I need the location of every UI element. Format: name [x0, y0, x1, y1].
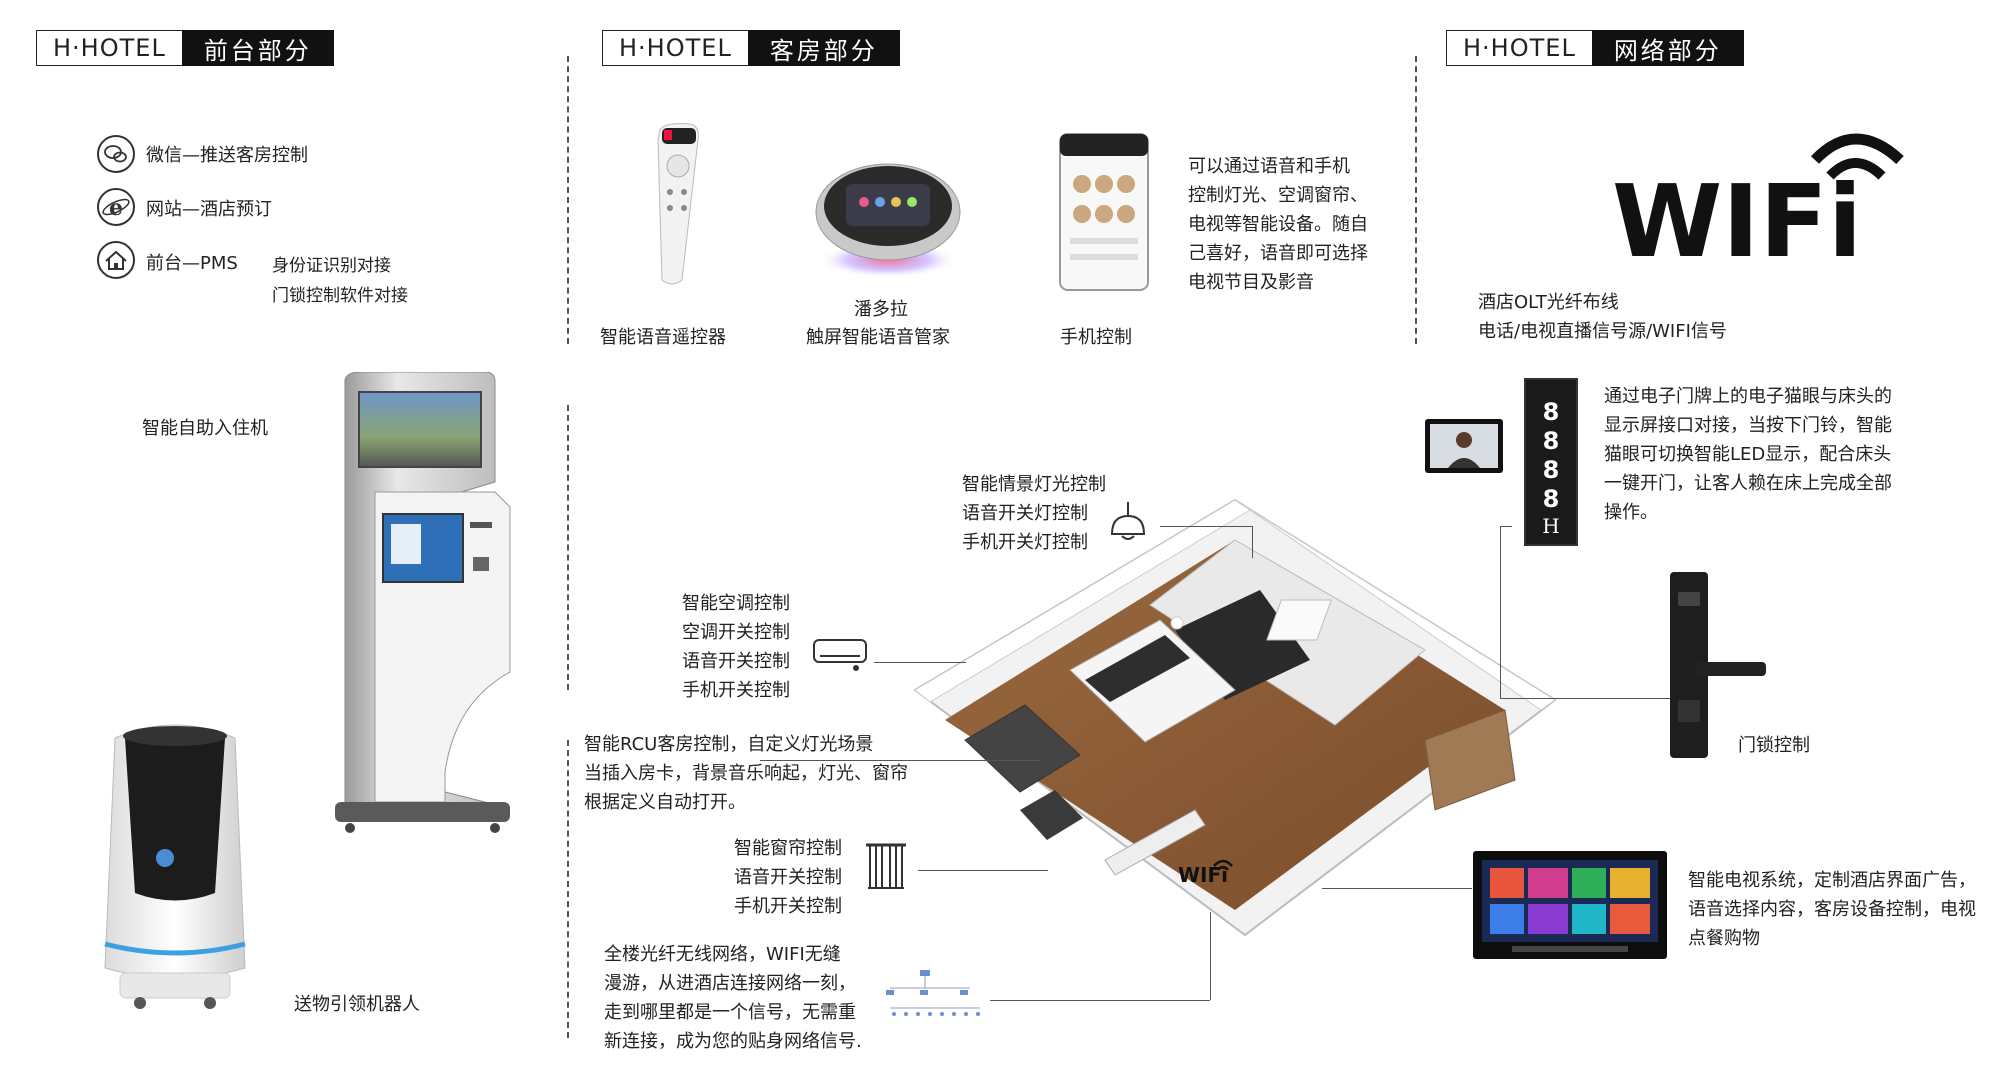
front-item-website: 网站—酒店预订: [146, 199, 272, 220]
lighting-leader-line: [1160, 526, 1252, 527]
kiosk-image: [335, 372, 515, 842]
butler-label-2: 触屏智能语音管家: [806, 327, 950, 348]
divider-front-room-bottom: [567, 740, 569, 1038]
lighting-control-desc: 智能情景灯光控制 语音开关灯控制 手机开关灯控制: [962, 474, 1106, 553]
curtain-leader-line: [918, 870, 1048, 871]
lock-leader-line: [1500, 698, 1675, 699]
pms-note-lock: 门锁控制软件对接: [272, 286, 408, 306]
curtain-icon: [864, 842, 908, 892]
remote-label: 智能语音遥控器: [600, 327, 726, 348]
header-network-brand: H·HOTEL: [1446, 30, 1592, 66]
header-front-brand: H·HOTEL: [36, 30, 182, 66]
room-floorplan: [905, 480, 1625, 1040]
butler-image: [808, 150, 968, 280]
smart-tv-desc: 智能电视系统，定制酒店界面广告， 语音选择内容，客房设备控制，电视 点餐购物: [1688, 870, 1976, 949]
header-network-title: 网络部分: [1591, 30, 1744, 66]
header-front-title: 前台部分: [181, 30, 334, 66]
home-icon: [96, 240, 136, 280]
header-front: H·HOTEL 前台部分: [36, 30, 334, 66]
kiosk-label: 智能自助入住机: [142, 418, 268, 439]
robot-image: [95, 718, 255, 1018]
divider-room-network: [1415, 56, 1417, 344]
wifi-logo-text: WIFi: [1612, 163, 1862, 268]
ie-icon: e: [96, 187, 136, 227]
door-lock-label: 门锁控制: [1738, 735, 1810, 756]
wifi-leader-line: [990, 1000, 1210, 1001]
doorplate-desc: 通过电子门牌上的电子猫眼与床头的 显示屏接口对接，当按下门铃，智能 猫眼可切换智…: [1604, 386, 1892, 523]
doorplate-number: 8888: [1542, 398, 1560, 513]
header-network: H·HOTEL 网络部分: [1446, 30, 1744, 66]
doorplate-image: 8888 H: [1524, 378, 1578, 546]
doorplate-letter: H: [1542, 514, 1560, 538]
smart-tv-image: [1472, 850, 1668, 960]
network-desc: 酒店OLT光纤布线 电话/电视直播信号源/WIFI信号: [1478, 292, 1727, 342]
network-topology-icon: [880, 968, 984, 1024]
rcu-leader-line: [760, 760, 1040, 761]
phone-image: [1058, 132, 1150, 292]
video-intercom-image: [1424, 418, 1504, 474]
rcu-control-desc: 智能RCU客房控制，自定义灯光场景 当插入房卡，背景音乐响起，灯光、窗帘 根据定…: [584, 734, 908, 813]
phone-label: 手机控制: [1060, 327, 1132, 348]
doorplate-leader-stub: [1500, 526, 1512, 527]
wifi-leader-rise: [1210, 912, 1211, 1000]
remote-image: [640, 120, 720, 290]
header-room: H·HOTEL 客房部分: [602, 30, 900, 66]
doorplate-leader-drop: [1500, 526, 1501, 698]
room-wifi-icon: [1212, 858, 1234, 874]
ceiling-lamp-icon: [1108, 502, 1148, 544]
voice-control-desc: 可以通过语音和手机 控制灯光、空调窗帘、 电视等智能设备。随自 己喜好，语音即可…: [1188, 156, 1368, 293]
header-room-brand: H·HOTEL: [602, 30, 748, 66]
room-wifi-desc: 全楼光纤无线网络，WIFI无缝 漫游，从进酒店连接网络一刻， 走到哪里都是一个信…: [604, 944, 862, 1052]
robot-label: 送物引领机器人: [294, 994, 420, 1015]
tv-leader-line: [1322, 888, 1472, 889]
ac-control-desc: 智能空调控制 空调开关控制 语音开关控制 手机开关控制: [682, 593, 790, 701]
front-item-pms: 前台—PMS: [146, 253, 238, 274]
front-item-wechat: 微信—推送客房控制: [146, 145, 308, 166]
air-conditioner-icon: [812, 638, 868, 672]
divider-front-room-mid: [567, 405, 569, 690]
curtain-control-desc: 智能窗帘控制 语音开关控制 手机开关控制: [734, 838, 842, 917]
wifi-logo: WIFi: [1610, 118, 1910, 268]
divider-front-room: [567, 56, 569, 344]
door-lock-image: [1668, 570, 1768, 760]
header-room-title: 客房部分: [747, 30, 900, 66]
pms-note-id: 身份证识别对接: [272, 256, 391, 276]
lighting-leader-drop: [1252, 526, 1253, 558]
svg-text:e: e: [109, 195, 123, 221]
butler-label-1: 潘多拉: [854, 299, 908, 320]
wechat-icon: [96, 134, 136, 174]
ac-leader-line: [874, 662, 966, 663]
